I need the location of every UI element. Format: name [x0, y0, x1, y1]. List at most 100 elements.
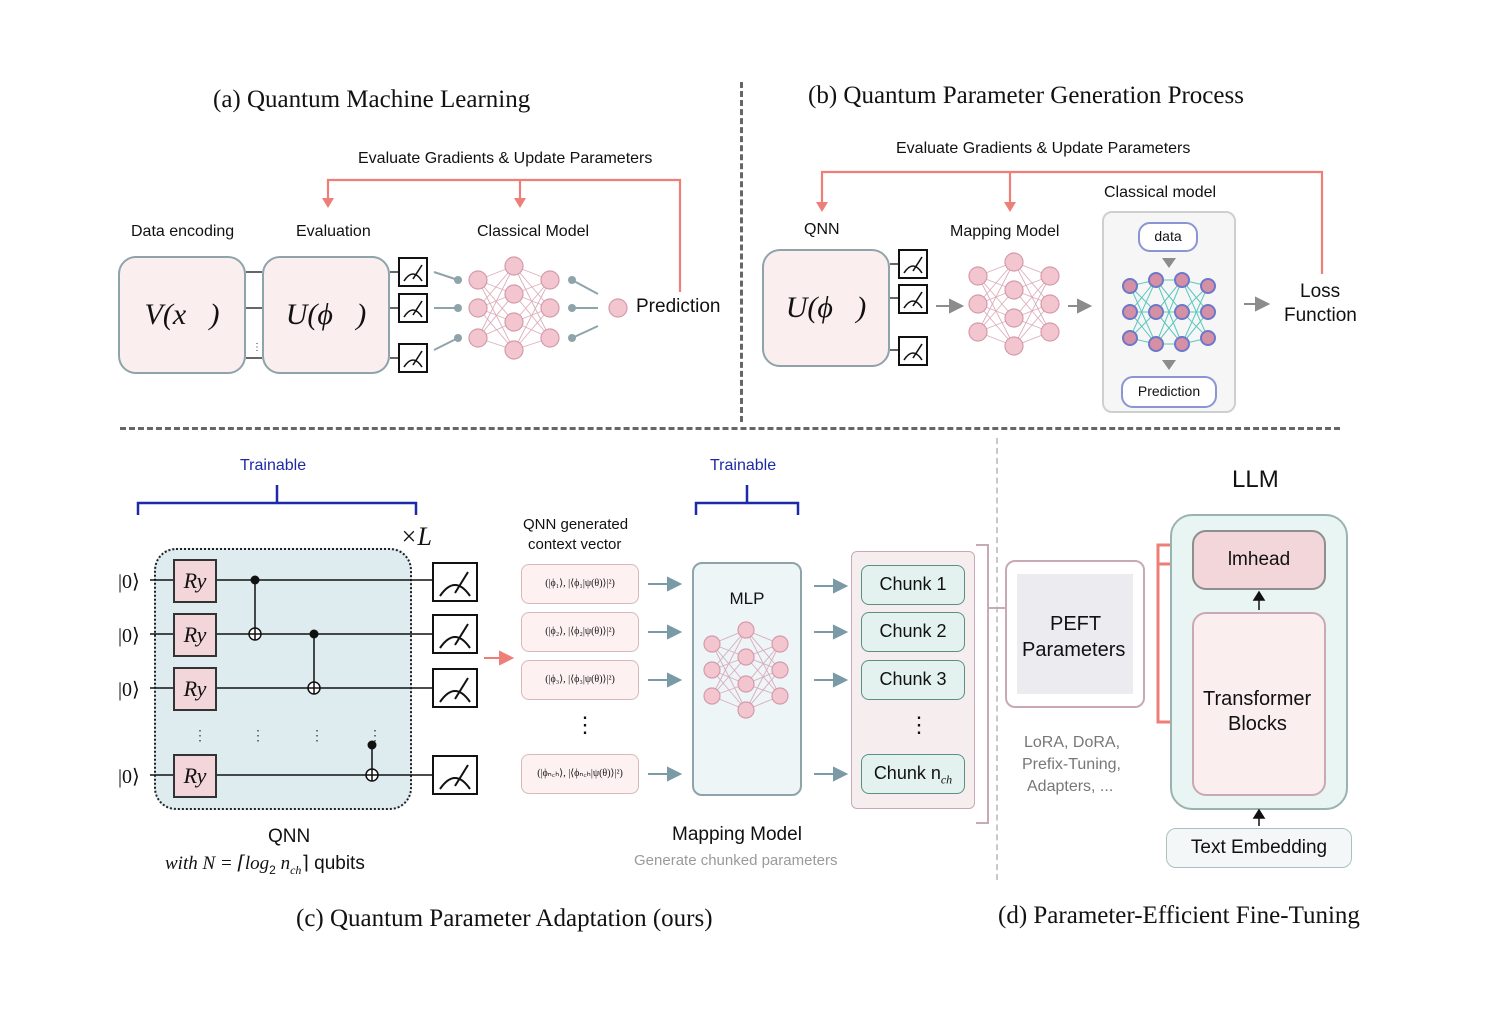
panel-b-title: (b) Quantum Parameter Generation Process: [808, 82, 1244, 109]
qnn-sub-end: ⌉ qubits: [301, 853, 365, 874]
qnn-label: QNN: [268, 826, 311, 847]
panel-b-mapping-label: Mapping Model: [950, 223, 1060, 240]
measure-icon: [898, 284, 928, 314]
panel-b-data-label: data: [1154, 228, 1182, 244]
panel-a-prediction-label: Prediction: [636, 296, 721, 317]
classical-model-label: Classical Model: [477, 223, 590, 240]
mlp-label: MLP: [729, 589, 765, 608]
measure-icon: [432, 755, 478, 795]
measure-icon: [898, 336, 928, 366]
trainable-label-mlp: Trainable: [710, 457, 777, 474]
divider-vertical-bottom: [996, 438, 998, 880]
measure-icon: [432, 614, 478, 654]
panel-b-classical-label: Classical model: [1104, 184, 1217, 201]
qubit-ket: |0⟩: [118, 625, 140, 647]
ry-gate: Ry: [173, 559, 217, 603]
lmhead-box: lmhead: [1192, 530, 1326, 590]
qnn-sub-prefix: with N = ⌈log: [165, 853, 270, 874]
context-vector-item: (|ϕ₁⟩, |⟨ϕ₁|ψ(θ)⟩|²): [521, 564, 639, 604]
transformer-label-1: Transformer: [1203, 688, 1312, 710]
chunk-item: Chunk 3: [861, 660, 965, 700]
panel-d-title: (d) Parameter-Efficient Fine-Tuning: [998, 902, 1360, 929]
peft-label-2: Parameters: [1022, 639, 1126, 661]
evaluation-formula: U(ϕ⃗): [285, 298, 367, 331]
context-vector-item: (|ϕₙ꜀ₕ⟩, |⟨ϕₙ꜀ₕ|ψ(θ)⟩|²): [521, 754, 639, 794]
svg-text:⋮: ⋮: [193, 727, 207, 743]
panel-b-prediction-pill: Prediction: [1121, 376, 1217, 408]
trainable-label-qnn: Trainable: [240, 457, 307, 474]
svg-text:⋮: ⋮: [310, 727, 324, 743]
encoding-formula: V(x⃗): [144, 298, 220, 331]
svg-text:⋮: ⋮: [252, 342, 262, 353]
divider-vertical-top: [740, 82, 743, 422]
panel-b-mapping-net-icon: [968, 252, 1060, 356]
text-embedding-box: Text Embedding: [1166, 828, 1352, 868]
peft-box: [1005, 560, 1145, 708]
llm-label: LLM: [1232, 466, 1279, 493]
qubit-ket: |0⟩: [118, 766, 140, 788]
peft-label-1: PEFT: [1050, 613, 1102, 635]
mapping-model-sublabel: Generate chunked parameters: [634, 852, 838, 869]
panel-b-feedback-label: Evaluate Gradients & Update Parameters: [896, 140, 1191, 157]
context-title-1: QNN generated: [523, 516, 629, 533]
context-vector-item: (|ϕ₂⟩, |⟨ϕ₂|ψ(θ)⟩|²): [521, 612, 639, 652]
panel-b-data-pill: data: [1138, 222, 1198, 252]
context-vdots: ⋮: [574, 712, 596, 737]
chunk-last-sub: ch: [940, 772, 953, 787]
panel-b-qnn-label: QNN: [804, 221, 840, 238]
panel-b-qnn-box: U(ϕ⃗): [762, 249, 890, 367]
panel-b-prediction-label: Prediction: [1137, 383, 1201, 399]
measure-icon: [432, 562, 478, 602]
chunk-item: Chunk 1: [861, 565, 965, 605]
ry-gate: Ry: [173, 613, 217, 657]
panel-a-title: (a) Quantum Machine Learning: [213, 86, 531, 113]
evaluation-box: U(ϕ⃗): [262, 256, 390, 374]
panel-a-feedback-label: Evaluate Gradients & Update Parameters: [358, 150, 653, 167]
qnn-sub-suffix: n: [275, 853, 291, 874]
measure-icon: [398, 257, 428, 287]
panel-b-classical-net-icon: [1122, 258, 1216, 370]
loss-label-1: Loss: [1300, 281, 1341, 302]
qnn-sub-ch: ch: [290, 862, 302, 877]
peft-methods-2: Prefix-Tuning,: [1022, 756, 1121, 773]
text-embedding-label: Text Embedding: [1190, 837, 1328, 858]
divider-horizontal: [120, 427, 1340, 430]
evaluation-label: Evaluation: [296, 223, 371, 240]
ry-gate: Ry: [173, 754, 217, 798]
measure-icon: [398, 343, 428, 373]
mapping-model-label: Mapping Model: [672, 824, 802, 845]
chunk-item: Chunk 2: [861, 612, 965, 652]
data-encoding-label: Data encoding: [131, 223, 235, 240]
peft-methods-3: Adapters, ...: [1027, 778, 1114, 795]
context-title-2: context vector: [528, 536, 622, 553]
repeat-times-l: ×L: [400, 522, 433, 551]
chunks-vdots: ⋮: [908, 712, 930, 737]
transformer-blocks-box: [1192, 612, 1326, 796]
panel-b-qnn-formula: U(ϕ⃗): [785, 291, 867, 324]
lmhead-label: lmhead: [1227, 549, 1291, 570]
mlp-neural-net-icon: [703, 621, 789, 719]
svg-text:⋮: ⋮: [251, 727, 265, 743]
qubit-ket: |0⟩: [118, 679, 140, 701]
chunk-last-label: Chunk n: [873, 763, 941, 783]
ry-gate: Ry: [173, 667, 217, 711]
panel-a-neural-net-icon: [433, 256, 628, 360]
panel-c-title: (c) Quantum Parameter Adaptation (ours): [296, 905, 713, 932]
chunk-item-last: Chunk nch: [861, 754, 965, 794]
qnn-sublabel: with N = ⌈log2 nch⌉ qubits: [165, 853, 365, 877]
measure-icon: [432, 668, 478, 708]
svg-text:⋮: ⋮: [368, 727, 382, 743]
loss-label-2: Function: [1284, 305, 1357, 326]
transformer-label-2: Blocks: [1228, 713, 1287, 735]
peft-methods-1: LoRA, DoRA,: [1024, 734, 1121, 751]
measure-icon: [898, 249, 928, 279]
measure-icon: [398, 293, 428, 323]
context-vector-item: (|ϕ₃⟩, |⟨ϕ₃|ψ(θ)⟩|²): [521, 660, 639, 700]
